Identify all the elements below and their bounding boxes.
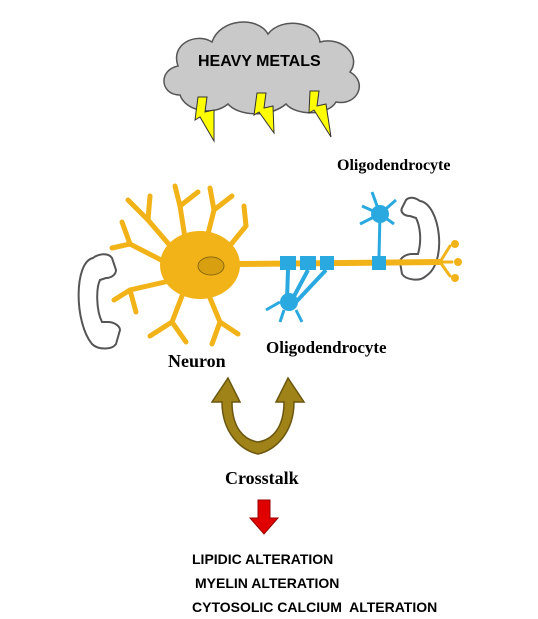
crosstalk-arrow <box>210 376 306 455</box>
heavy-metals-label: HEAVY METALS <box>198 53 321 70</box>
effects-list: LIPIDIC ALTERATION MYELIN ALTERATION CYT… <box>192 547 437 619</box>
left-phone-icon <box>77 253 122 350</box>
effect-calcium: CYTOSOLIC CALCIUM ALTERATION <box>192 599 438 615</box>
oligodendrocyte-bottom-label: Oligodendrocyte <box>266 338 387 357</box>
oligodendrocyte-bottom <box>265 256 386 323</box>
effect-myelin: MYELIN ALTERATION <box>195 575 340 591</box>
crosstalk-label: Crosstalk <box>225 468 299 488</box>
oligodendrocyte-top-label: Oligodendrocyte <box>337 157 451 174</box>
lightning-bolts <box>194 90 332 143</box>
down-arrow <box>248 499 280 535</box>
oligodendrocyte-top <box>359 191 397 258</box>
right-phone-icon <box>398 196 441 281</box>
neuron-cell <box>109 183 462 347</box>
effect-lipidic: LIPIDIC ALTERATION <box>192 551 334 567</box>
lightning-bolt-1 <box>194 96 215 143</box>
neuron-label: Neuron <box>168 351 226 371</box>
lightning-bolt-3 <box>308 90 332 138</box>
lightning-bolt-2 <box>253 92 275 135</box>
